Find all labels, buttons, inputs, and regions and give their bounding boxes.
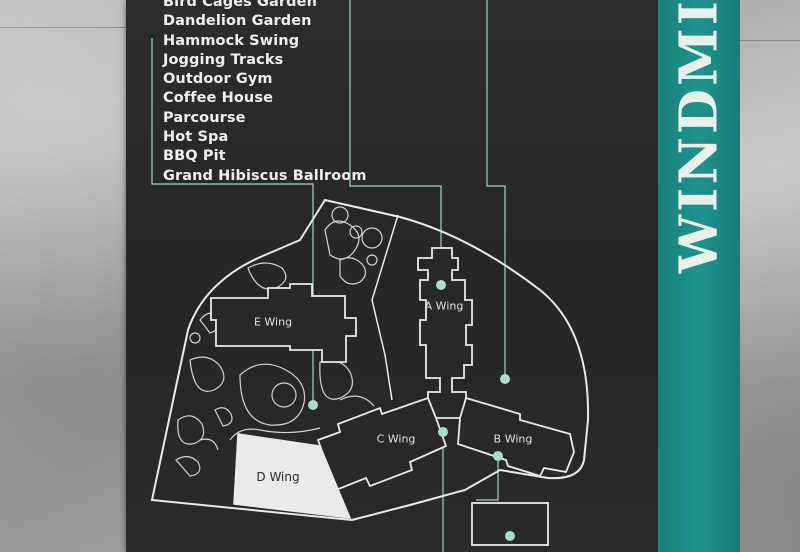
tile-seam bbox=[738, 40, 800, 41]
location-marker bbox=[436, 280, 446, 290]
connector-lines bbox=[151, 0, 506, 552]
e-wing-label: E Wing bbox=[253, 315, 293, 329]
amenity-item: Grand Hibiscus Ballroom bbox=[163, 167, 367, 184]
b-wing-building bbox=[457, 396, 575, 478]
site-boundary bbox=[150, 198, 590, 522]
location-marker bbox=[505, 531, 515, 541]
d-wing-building bbox=[233, 433, 352, 519]
location-marker bbox=[500, 374, 510, 384]
amenity-item: Hot Spa bbox=[163, 129, 229, 146]
c-wing-label: C Wing bbox=[376, 432, 416, 446]
amenity-item: Hammock Swing bbox=[163, 32, 300, 49]
amenity-item: Outdoor Gym bbox=[163, 71, 273, 88]
amenity-item: Jogging Tracks bbox=[163, 51, 284, 68]
a-wing-label: A Wing bbox=[424, 299, 464, 313]
connector-line bbox=[349, 0, 442, 285]
connector-line bbox=[151, 38, 314, 404]
amenity-item: Dandelion Garden bbox=[163, 13, 312, 30]
location-marker bbox=[438, 427, 448, 437]
amenity-item: BBQ Pit bbox=[163, 148, 226, 165]
b-wing-label: B Wing bbox=[493, 432, 533, 446]
amenity-item: Parcourse bbox=[163, 109, 246, 126]
location-marker bbox=[493, 451, 503, 461]
zone-divider bbox=[371, 214, 399, 401]
location-marker bbox=[308, 400, 318, 410]
connector-line bbox=[486, 0, 506, 378]
tile-seam bbox=[0, 27, 128, 28]
amenity-item: Bird Cages Garden bbox=[163, 0, 317, 10]
location-markers bbox=[308, 280, 515, 541]
amenities-list: Bird Cages Garden Dandelion Garden Hammo… bbox=[163, 0, 367, 186]
d-wing-label: D Wing bbox=[256, 470, 300, 484]
e-wing-building bbox=[210, 283, 357, 363]
amenity-item: Coffee House bbox=[163, 90, 274, 107]
a-wing-building bbox=[417, 247, 473, 419]
teal-side-band bbox=[658, 0, 740, 552]
